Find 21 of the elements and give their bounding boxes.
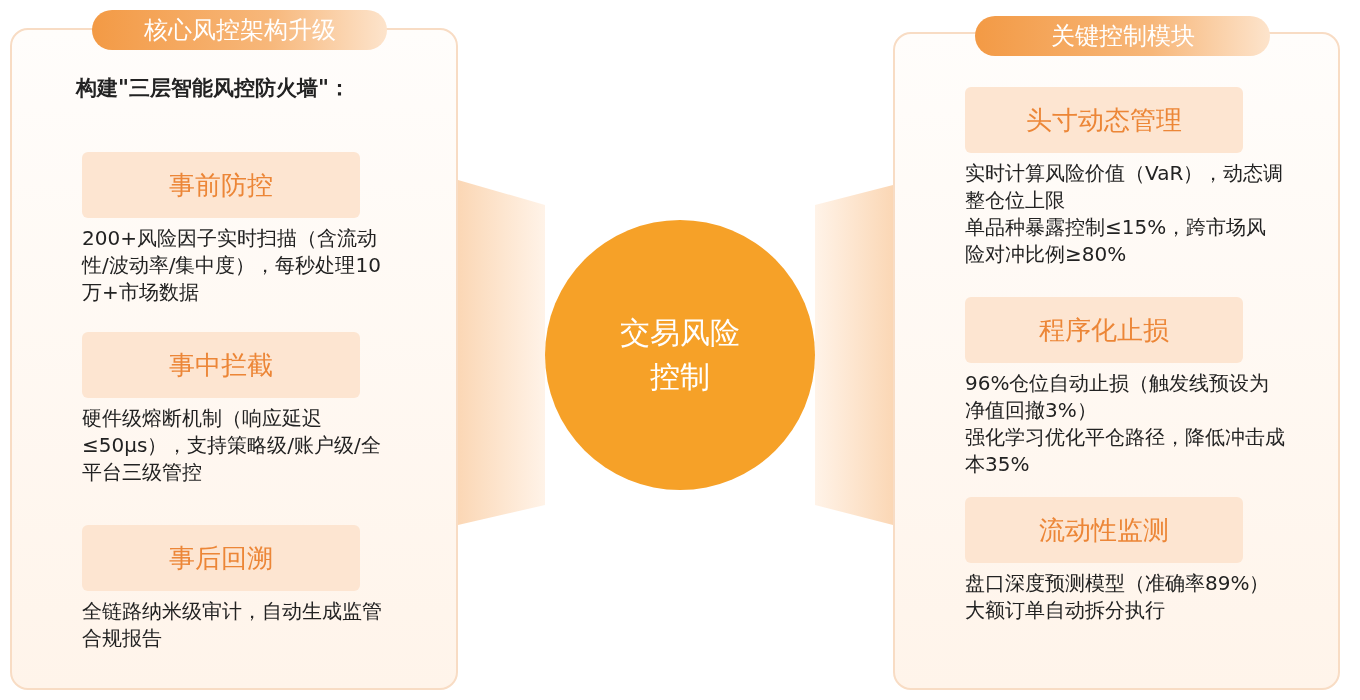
funnel-connector: [458, 180, 545, 525]
description-text: 大额订单自动拆分执行: [965, 597, 1166, 624]
module-heading-box: 事前防控: [82, 152, 360, 218]
intro-text: 构建"三层智能风控防火墙"：: [76, 75, 351, 102]
description-text: 硬件级熔断机制（响应延迟≤50μs），支持策略级/账户级/全平台三级管控: [82, 405, 382, 486]
panel-title: 核心风控架构升级: [92, 10, 387, 50]
funnel-connector: [815, 185, 893, 525]
description-text: 96%仓位自动止损（触发线预设为净值回撤3%）: [965, 370, 1271, 424]
module-heading-box: 事后回溯: [82, 525, 360, 591]
description-text: 全链路纳米级审计，自动生成监管合规报告: [82, 598, 383, 652]
module-heading-box: 头寸动态管理: [965, 87, 1243, 153]
description-text: 强化学习优化平仓路径，降低冲击成本35%: [965, 424, 1285, 478]
module-heading-box: 流动性监测: [965, 497, 1243, 563]
panel-title: 关键控制模块: [975, 16, 1270, 56]
module-heading-box: 事中拦截: [82, 332, 360, 398]
description-text: 实时计算风险价值（VaR），动态调整仓位上限: [965, 160, 1285, 214]
circle-label: 交易风险控制: [619, 314, 741, 396]
description-text: 盘口深度预测模型（准确率89%）: [965, 570, 1271, 597]
module-heading-box: 程序化止损: [965, 297, 1243, 363]
description-text: 200+风险因子实时扫描（含流动性/波动率/集中度），每秒处理10万+市场数据: [82, 225, 382, 306]
description-text: 单品种暴露控制≤15%，跨市场风险对冲比例≥80%: [965, 214, 1268, 268]
